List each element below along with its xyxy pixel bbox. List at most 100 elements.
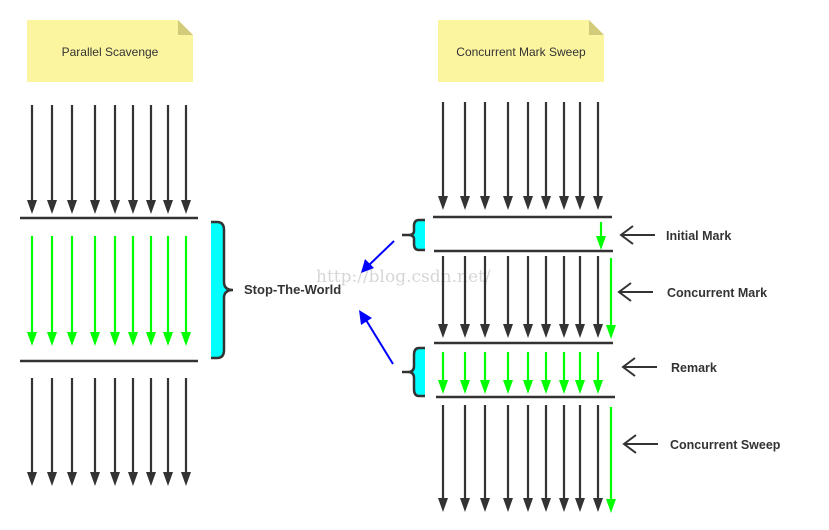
thread-arrowhead: [128, 200, 138, 214]
thread-arrowhead: [110, 332, 120, 346]
app-thread-arrow: [503, 102, 513, 210]
phase-label-text: Initial Mark: [666, 229, 731, 243]
app-thread-arrow: [541, 256, 551, 338]
note-fold: [589, 20, 604, 35]
thread-arrowhead: [480, 324, 490, 338]
thread-arrowhead: [575, 380, 585, 394]
app-thread-arrow: [67, 378, 77, 486]
app-thread-arrow: [90, 105, 100, 214]
thread-arrowhead: [146, 332, 156, 346]
app-thread-arrow: [559, 102, 569, 210]
thread-arrowhead: [575, 196, 585, 210]
remark-gc-thread-arrow: [523, 352, 533, 394]
thread-arrowhead: [90, 332, 100, 346]
thread-arrowhead: [480, 380, 490, 394]
app-thread-arrow: [146, 105, 156, 214]
note-body: [27, 20, 193, 82]
thread-arrowhead: [559, 324, 569, 338]
app-thread-arrow: [128, 378, 138, 486]
app-thread-arrow: [181, 105, 191, 214]
app-thread-arrow: [460, 102, 470, 210]
app-thread-arrow: [503, 405, 513, 512]
remark-gc-thread-arrow: [541, 352, 551, 394]
thread-arrowhead: [541, 380, 551, 394]
brace-fill: [408, 348, 425, 396]
thread-arrowhead: [438, 380, 448, 394]
thread-arrowhead: [67, 332, 77, 346]
app-thread-arrow: [575, 256, 585, 338]
app-thread-arrow: [47, 378, 57, 486]
concurrent-sweep-gc-thread-arrow: [606, 407, 616, 513]
app-thread-arrow: [523, 256, 533, 338]
brace-fill: [408, 220, 425, 250]
remark-gc-thread-arrow: [559, 352, 569, 394]
gc-thread-arrow: [181, 236, 191, 346]
thread-arrowhead: [541, 498, 551, 512]
app-thread-arrow: [480, 102, 490, 210]
thread-arrowhead: [606, 325, 616, 339]
thread-arrowhead: [90, 472, 100, 486]
thread-arrowhead: [27, 332, 37, 346]
thread-arrowhead: [128, 332, 138, 346]
thread-arrowhead: [593, 196, 603, 210]
thread-arrowhead: [128, 472, 138, 486]
app-thread-arrow: [163, 105, 173, 214]
thread-arrowhead: [559, 196, 569, 210]
parallel-scavenge-threads: [20, 105, 198, 486]
app-thread-arrow: [575, 102, 585, 210]
gc-thread-arrow: [163, 236, 173, 346]
gc-thread-arrow: [146, 236, 156, 346]
phase-label-remark: Remark: [621, 357, 717, 377]
thread-arrowhead: [523, 380, 533, 394]
cms-threads: [433, 102, 616, 513]
thread-arrowhead: [559, 380, 569, 394]
thread-arrowhead: [460, 380, 470, 394]
brace-fill: [211, 222, 233, 358]
remark-gc-thread-arrow: [593, 352, 603, 394]
thread-arrowhead: [460, 324, 470, 338]
app-thread-arrow: [110, 105, 120, 214]
stop-the-world-label: Stop-The-World: [244, 282, 341, 297]
gc-thread-arrow: [27, 236, 37, 346]
app-thread-arrow: [523, 102, 533, 210]
thread-arrowhead: [460, 196, 470, 210]
pointer-remark-to-stw: [359, 310, 394, 365]
app-thread-arrow: [438, 102, 448, 210]
thread-arrowhead: [503, 324, 513, 338]
app-thread-arrow: [90, 378, 100, 486]
thread-arrowhead: [593, 324, 603, 338]
parallel-scavenge-title: Parallel Scavenge: [62, 45, 159, 59]
pointer-line: [367, 240, 395, 267]
watermark-text: http://blog.csdn.net/: [316, 267, 491, 287]
thread-arrowhead: [163, 200, 173, 214]
app-thread-arrow: [438, 405, 448, 512]
initial-mark-gc-thread-arrow: [596, 222, 606, 250]
left-arrow-icon: [622, 434, 658, 454]
gc-thread-arrow: [128, 236, 138, 346]
pointer-line: [365, 319, 394, 365]
left-arrow-icon: [617, 282, 653, 302]
remark-brace: [402, 346, 425, 398]
app-thread-arrow: [163, 378, 173, 486]
brace-outline: [402, 218, 425, 252]
remark-gc-thread-arrow: [460, 352, 470, 394]
thread-arrowhead: [438, 498, 448, 512]
pointer-head: [359, 310, 372, 325]
gc-thread-arrow: [47, 236, 57, 346]
thread-arrowhead: [67, 200, 77, 214]
gc-thread-arrow: [110, 236, 120, 346]
app-thread-arrow: [541, 405, 551, 512]
app-thread-arrow: [593, 405, 603, 512]
left-arrow-icon: [621, 357, 657, 377]
thread-arrowhead: [460, 498, 470, 512]
thread-arrowhead: [593, 498, 603, 512]
thread-arrowhead: [593, 380, 603, 394]
app-thread-arrow: [541, 102, 551, 210]
app-thread-arrow: [593, 102, 603, 210]
brace-outline: [402, 346, 425, 398]
pointer-initial-mark-to-stw: [361, 240, 395, 273]
thread-arrowhead: [503, 380, 513, 394]
remark-gc-thread-arrow: [438, 352, 448, 394]
app-thread-arrow: [27, 105, 37, 214]
